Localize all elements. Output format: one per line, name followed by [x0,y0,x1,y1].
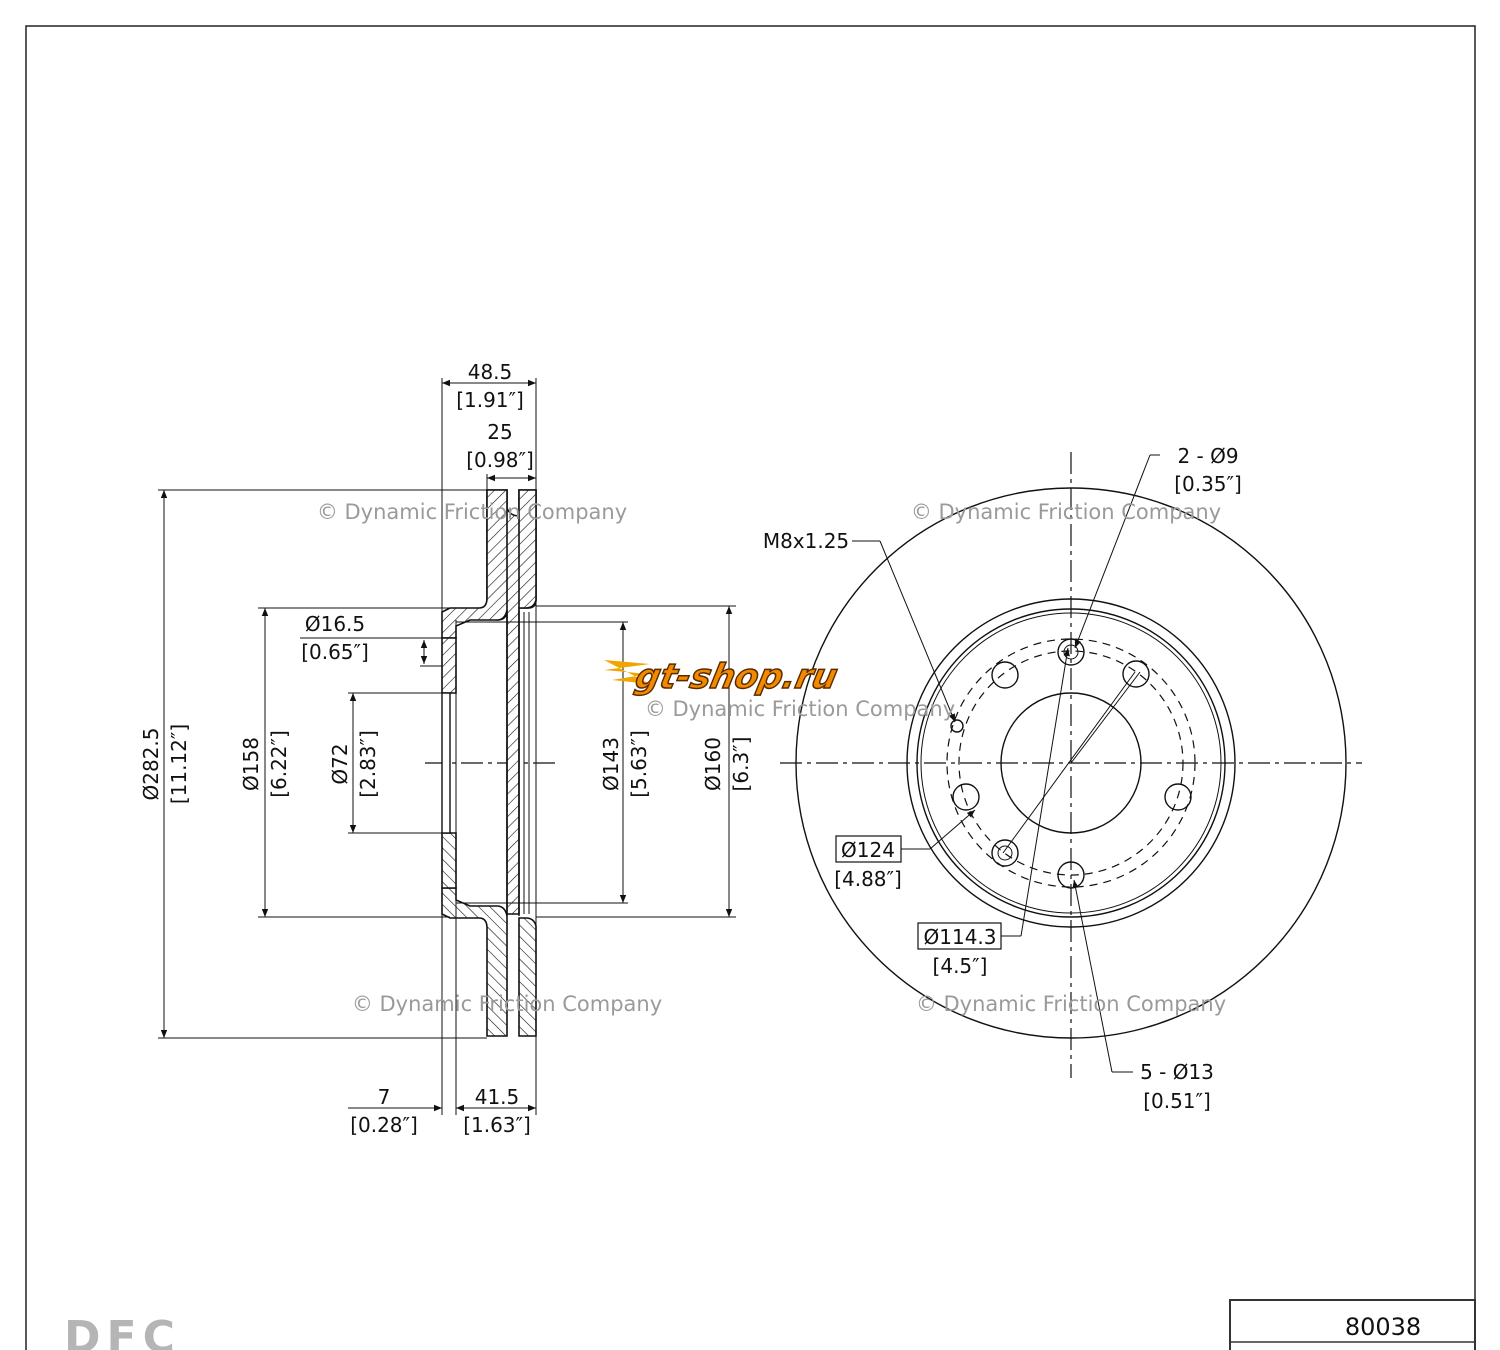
inner-143-in: [5.63″] [627,730,651,798]
logo-text: gt-shop.ru [632,657,841,697]
watermark: © Dynamic Friction Company [317,500,627,524]
bolt-circle-124-mm: Ø124 [841,838,895,862]
hat-height-in: [1.63″] [463,1113,531,1137]
side-view-labels: 48.5 [1.91″] 25 [0.98″] Ø282.5 [11.12″] … [139,360,753,1137]
overall-width-in: [1.91″] [456,388,524,412]
title-block: 80038 [1229,1299,1476,1350]
small-holes-mm: 2 - Ø9 [1177,444,1238,468]
bolt-circle-114-mm: Ø114.3 [924,925,997,949]
bolt-circle-124-in: [4.88″] [834,867,902,891]
dfc-brand-mark: DFC [64,1312,181,1350]
hole-16-mm: Ø16.5 [305,612,365,636]
drawing-frame [25,25,1476,1350]
flange-thickness-in: [0.28″] [350,1113,418,1137]
inner-160-in: [6.3″] [729,737,753,792]
outer-diameter-mm: Ø282.5 [139,728,163,801]
rotor-thickness-mm: 25 [487,420,512,444]
watermark: © Dynamic Friction Company [352,992,662,1016]
flange-thickness-mm: 7 [378,1085,391,1109]
rotor-thickness-in: [0.98″] [466,448,534,472]
inner-160-mm: Ø160 [701,737,725,791]
hat-height-mm: 41.5 [475,1085,520,1109]
small-holes-in: [0.35″] [1174,472,1242,496]
inner-143-mm: Ø143 [599,737,623,791]
watermarks: © Dynamic Friction Company © Dynamic Fri… [317,500,1226,1016]
dim-overall-width [441,378,537,1115]
hat-diameter-mm: Ø158 [239,737,263,791]
gt-shop-logo: gt-shop.ru [604,657,842,698]
thread-label: M8x1.25 [763,529,849,553]
hat-diameter-in: [6.22″] [267,730,291,798]
watermark: © Dynamic Friction Company [916,992,1226,1016]
watermark: © Dynamic Friction Company [645,697,955,721]
front-view [780,452,1362,1078]
lug-holes-in: [0.51″] [1143,1089,1211,1113]
front-view-labels: 2 - Ø9 [0.35″] M8x1.25 Ø124 [4.88″] Ø114… [763,444,1242,1113]
watermark: © Dynamic Friction Company [911,500,1221,524]
overall-width-mm: 48.5 [468,360,513,384]
lug-holes-mm: 5 - Ø13 [1140,1060,1214,1084]
bolt-circle-114-in: [4.5″] [933,954,988,978]
outer-diameter-in: [11.12″] [167,724,191,804]
center-bore-mm: Ø72 [328,743,352,784]
section-view [158,378,736,1115]
center-bore-in: [2.83″] [356,730,380,798]
hole-16-in: [0.65″] [301,640,369,664]
lug-holes [950,638,1192,889]
part-number: 80038 [1345,1313,1421,1341]
